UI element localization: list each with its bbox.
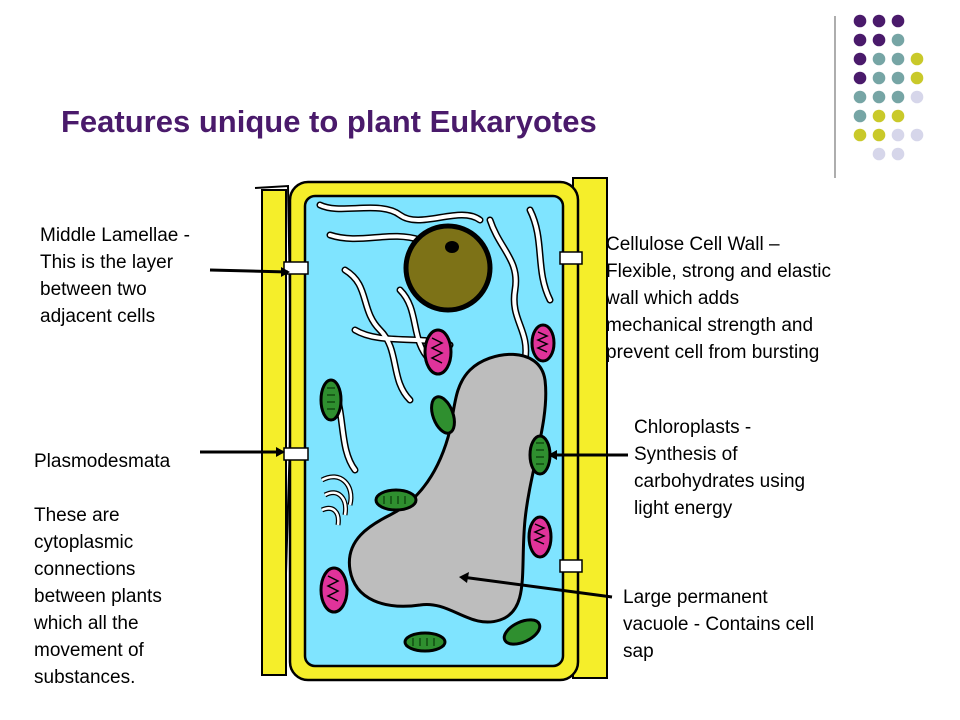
decor-dot [891,147,905,161]
decor-dots [853,14,924,161]
plasmodesmata-title: Plasmodesmata [34,451,171,472]
decor-dot [872,71,886,85]
middle-lamellae-pointer [209,268,289,274]
plasmodesma [283,447,309,461]
vacuole-label: Large permanent vacuole - Contains cell … [623,587,815,662]
plasmodesma [559,251,583,265]
decor-dot [872,14,886,28]
decor-dot [853,71,867,85]
decor-dot [910,128,924,142]
decor-dot [872,90,886,104]
chloroplast [502,618,542,646]
mitochondrion [423,328,453,376]
mitochondrion [319,566,349,614]
decor-dot [872,147,886,161]
decor-dot [872,33,886,47]
decor-dot [891,90,905,104]
decor-dot [853,109,867,123]
decor-dot [872,128,886,142]
decor-dot [853,14,867,28]
chloroplast [430,395,456,435]
pointer-lines [200,268,628,599]
decor-dot [891,52,905,66]
chloroplasts-group [319,378,552,653]
decor-dot [891,33,905,47]
decor-dot [910,71,924,85]
nucleus [403,223,493,313]
nucleolus [445,241,459,253]
decor-dot [853,52,867,66]
mitochondria-group [319,323,556,614]
chloroplast [319,378,343,422]
vacuole-pointer [461,575,613,599]
decor-dot [872,109,886,123]
chloroplast [403,631,447,653]
middle-lamellae-label: Middle Lamellae - This is the layer betw… [40,225,190,327]
decor-dot [891,109,905,123]
decor-dot [872,52,886,66]
plasmodesma [559,559,583,573]
decor-dot [910,52,924,66]
decor-dot [853,33,867,47]
page-title: Features unique to plant Eukaryotes [61,104,597,139]
chloroplast [528,434,552,476]
chloroplasts-label: Chloroplasts - Synthesis of carbohydrate… [634,417,806,519]
cell-wall-label: Cellulose Cell Wall – Flexible, strong a… [606,234,831,363]
plasmodesma [283,261,309,275]
decor-dot [853,128,867,142]
plasmodesmata-description: These are cytoplasmic connections betwee… [34,505,162,688]
decor-dot [891,71,905,85]
decor-dot [891,14,905,28]
decor-dot [853,90,867,104]
chloroplast [374,488,418,512]
decor-dot [891,128,905,142]
left-cell-wall [261,189,287,676]
decor-dot [910,90,924,104]
large-vacuole [347,352,548,624]
